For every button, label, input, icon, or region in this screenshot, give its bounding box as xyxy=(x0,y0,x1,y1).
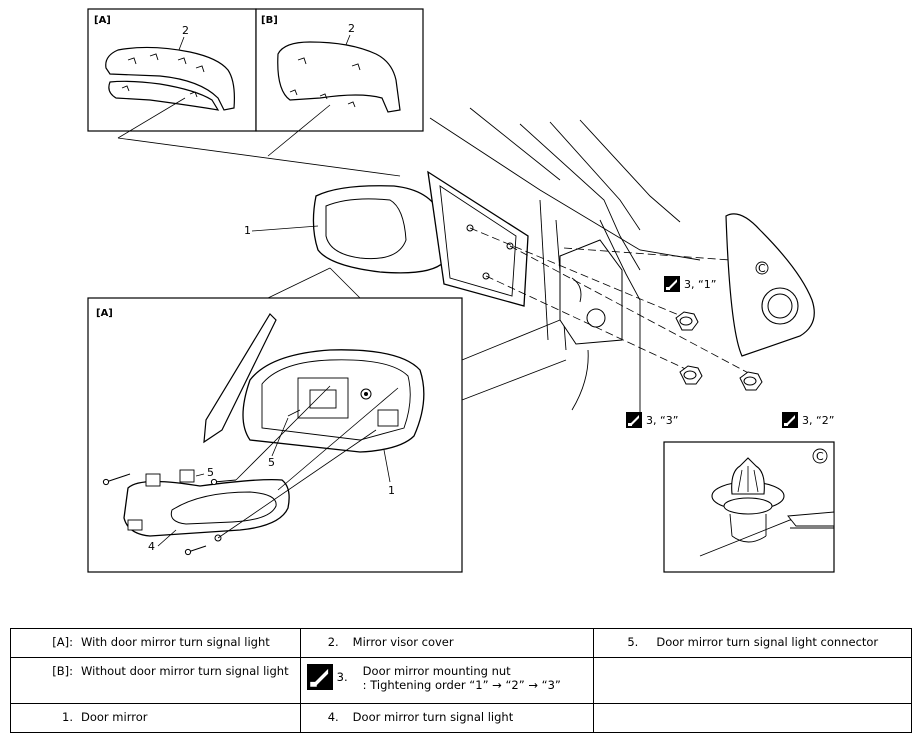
legend-cell: [A]: With door mirror turn signal light xyxy=(10,628,301,658)
callout-1-inset: 1 xyxy=(388,484,395,497)
legend-desc: Door mirror turn signal light connector xyxy=(656,635,879,649)
legend-row: [B]: Without door mirror turn signal ligh… xyxy=(10,657,912,704)
exploded-diagram: [A] 2 [B] 2 xyxy=(87,8,835,573)
inset-a2-label: [A] xyxy=(96,308,113,319)
legend-cell: 5. Door mirror turn signal light connecto… xyxy=(593,628,912,658)
legend-cell: 2. Mirror visor cover xyxy=(299,628,595,658)
inset-c-label: C xyxy=(816,450,824,463)
legend-cell: 4. Door mirror turn signal light xyxy=(299,703,595,733)
inset-top-a: [A] 2 xyxy=(87,8,257,132)
legend-cell-empty xyxy=(593,657,912,704)
legend-cell: [B]: Without door mirror turn signal ligh… xyxy=(10,657,301,704)
legend-cell: 1. Door mirror xyxy=(10,703,301,733)
inset-bottom-a: [A] xyxy=(87,297,463,573)
legend-code: 2. xyxy=(327,635,339,649)
inset-a-label: [A] xyxy=(94,15,111,26)
callout-2-a: 2 xyxy=(182,24,189,37)
legend-desc: Door mirror xyxy=(81,710,148,724)
legend-row: 1. Door mirror 4. Door mirror turn signal … xyxy=(10,703,912,733)
torque-icon xyxy=(306,664,333,690)
callout-2-b: 2 xyxy=(348,22,355,35)
stud-alignment-lines xyxy=(469,227,759,377)
inner-garnish: C xyxy=(725,213,815,357)
legend-desc: Mirror visor cover xyxy=(352,635,454,649)
legend-code: [B]: xyxy=(52,664,73,678)
legend-desc-line1: Door mirror mounting nut xyxy=(362,664,511,678)
torque-icon-nut-3 xyxy=(626,412,642,428)
torque-icon-nut-2 xyxy=(782,412,798,428)
nut-2 xyxy=(739,371,763,391)
inset-c-clip: C xyxy=(663,441,835,573)
screws xyxy=(102,473,237,556)
door-mirror xyxy=(312,170,529,307)
legend-code: [A]: xyxy=(52,635,73,649)
legend-desc: Door mirror mounting nut : Tightening or… xyxy=(363,664,590,692)
callout-nut-2: 3, “2” xyxy=(802,414,834,427)
legend-cell-empty xyxy=(593,703,912,733)
callout-nut-1: 3, “1” xyxy=(684,278,716,291)
torque-icon-nut-1 xyxy=(664,276,680,292)
callout-5-light: 5 xyxy=(207,466,214,479)
legend-desc: With door mirror turn signal light xyxy=(81,635,270,649)
legend-code: 1. xyxy=(62,710,73,724)
legend-table: [A]: With door mirror turn signal light 2… xyxy=(10,628,912,733)
legend-code-text: 3. xyxy=(336,670,348,684)
callout-1-main: 1 xyxy=(244,224,251,237)
callout-c-garnish: C xyxy=(758,262,766,275)
inset-b-label: [B] xyxy=(261,15,278,26)
legend-desc: Without door mirror turn signal light xyxy=(81,664,289,678)
nut-1 xyxy=(675,311,699,331)
legend-desc: Door mirror turn signal light xyxy=(352,710,514,724)
legend-code: 4. xyxy=(327,710,339,724)
door-body xyxy=(429,107,701,420)
inset-top-b: [B] 2 xyxy=(255,8,424,132)
legend-row: [A]: With door mirror turn signal light 2… xyxy=(10,628,912,658)
callout-4: 4 xyxy=(148,540,155,553)
nut-3 xyxy=(679,365,703,385)
legend-code: 5. xyxy=(627,635,639,649)
legend-cell: 3. Door mirror mounting nut : Tightening… xyxy=(299,657,595,704)
legend-desc-line2: : Tightening order “1” → “2” → “3” xyxy=(362,678,561,692)
callout-5-housing: 5 xyxy=(268,456,275,469)
legend-code: 3. xyxy=(305,664,363,690)
callout-nut-3: 3, “3” xyxy=(646,414,678,427)
